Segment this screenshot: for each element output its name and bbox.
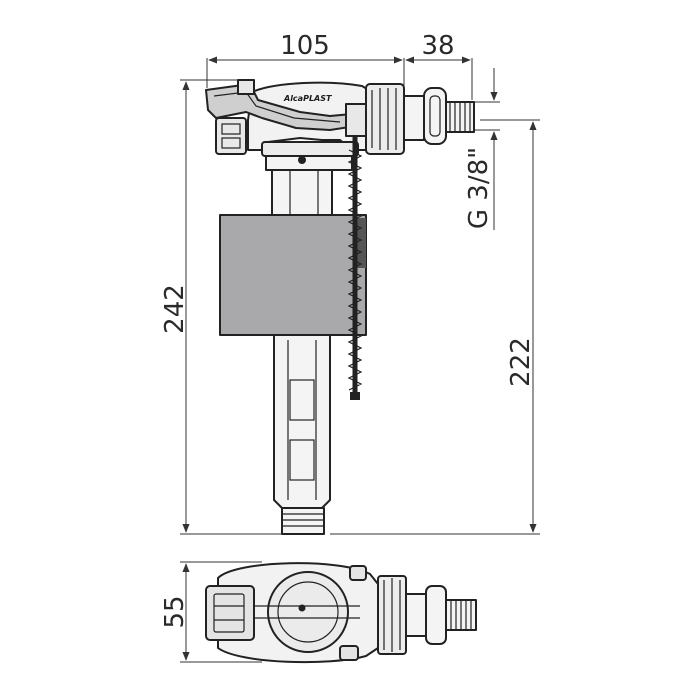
dimension-lines — [180, 56, 540, 663]
dimension-222-label: 222 — [506, 337, 536, 387]
dimension-38-label: 38 — [421, 31, 454, 61]
dimension-105-label: 105 — [280, 31, 330, 61]
float-block — [219, 214, 367, 336]
dimension-55-label: 55 — [160, 595, 190, 628]
valve-top-view — [205, 562, 477, 664]
brand-logo: AlcaPLAST — [283, 94, 332, 103]
inlet-fitting — [365, 83, 475, 155]
dimension-242-label: 242 — [160, 284, 190, 334]
thread-size-label: G 3/8" — [464, 147, 494, 229]
valve-side-view: AlcaPLAST — [205, 79, 475, 535]
